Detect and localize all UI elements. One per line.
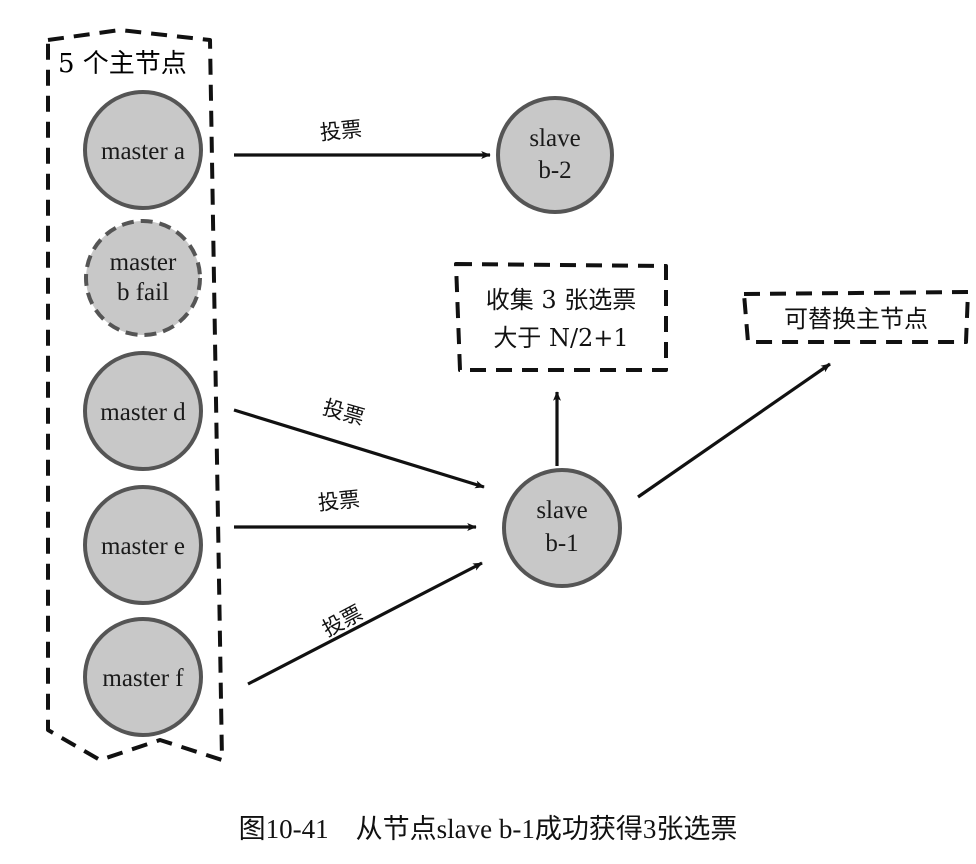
master-group: 5 个主节点 [46, 28, 224, 762]
replace-master-box: 可替换主节点 [742, 290, 970, 344]
node-master-e-label: master e [101, 533, 185, 560]
figure-caption: 图10-41 从节点slave b-1成功获得3张选票 [239, 814, 738, 844]
edges: 投票 投票 投票 投票 [233, 117, 831, 686]
node-master-b-fail-label-line1: master [110, 249, 177, 276]
collect-votes-box: 收集 3 张选票 大于 N/2+1 [454, 262, 668, 372]
master-group-border [46, 28, 224, 762]
node-slave-b-2-label-line2: b-2 [538, 157, 571, 184]
collect-votes-box-border [454, 262, 668, 372]
node-slave-b-2: slave b-2 [496, 96, 614, 214]
node-slave-b-1-label-line2: b-1 [545, 530, 578, 557]
node-master-b-fail-label-line2: b fail [117, 279, 169, 306]
node-master-a-label: master a [101, 138, 185, 165]
node-master-f: master f [83, 617, 203, 737]
edge-label-vote-d: 投票 [320, 395, 367, 430]
replace-master-box-border [742, 290, 970, 344]
edge-master-f-to-slave-b-1 [247, 561, 483, 686]
edge-label-vote-a: 投票 [319, 117, 363, 145]
node-master-b-fail: master b fail [84, 219, 202, 337]
node-slave-b-1-label-line1: slave [536, 497, 587, 524]
edge-slave-b-1-to-replace-box [637, 362, 831, 499]
node-master-d: master d [83, 351, 203, 471]
node-slave-b-2-label-line1: slave [529, 125, 580, 152]
replace-master-text: 可替换主节点 [784, 305, 928, 333]
edge-master-d-to-slave-b-1 [233, 408, 485, 489]
node-slave-b-1: slave b-1 [502, 468, 622, 588]
collect-votes-line2: 大于 N/2+1 [493, 324, 628, 352]
node-master-d-label: master d [100, 399, 186, 426]
collect-votes-line1: 收集 3 张选票 [486, 286, 637, 314]
master-group-title: 5 个主节点 [58, 49, 187, 79]
node-master-a: master a [83, 90, 203, 210]
node-master-e: master e [83, 485, 203, 605]
edge-label-vote-e: 投票 [317, 487, 361, 515]
node-master-f-label: master f [102, 665, 184, 692]
nodes: master a master b fail master d master e… [83, 90, 622, 737]
